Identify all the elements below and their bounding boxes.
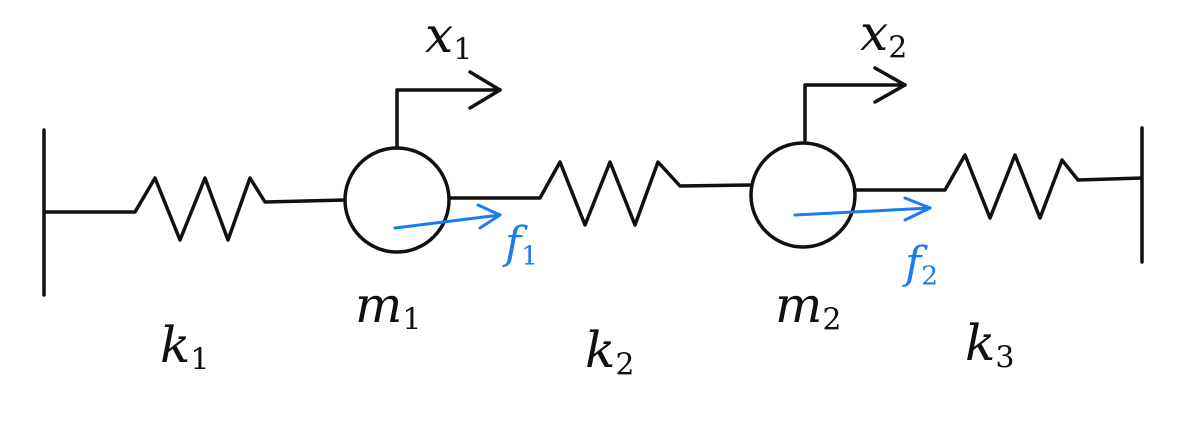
label-m1-sub: 1 — [402, 302, 422, 338]
spring-k3 — [853, 153, 1144, 220]
label-f2-sub: 2 — [921, 260, 939, 292]
label-m2-base: m — [775, 276, 823, 334]
spring-k1 — [42, 176, 347, 242]
f2-arrowhead — [903, 196, 932, 222]
label-k1-base: k — [160, 316, 191, 374]
label-x1-base: x — [425, 6, 454, 64]
label-x2: x2 — [860, 8, 907, 64]
x2-displacement-arrow — [803, 83, 907, 142]
spring-k2 — [447, 160, 752, 227]
label-m1-base: m — [355, 276, 403, 334]
f1-arrowhead — [476, 203, 502, 230]
label-k2: k2 — [585, 325, 634, 381]
label-f1: f1 — [505, 222, 538, 270]
x2-arrowhead — [873, 66, 907, 104]
label-x1: x1 — [425, 10, 472, 66]
label-k3-sub: 3 — [995, 340, 1015, 376]
label-k2-sub: 2 — [615, 347, 635, 383]
label-x2-sub: 2 — [888, 30, 908, 66]
label-f2: f2 — [905, 242, 938, 290]
label-k2-base: k — [585, 321, 616, 379]
label-m2-sub: 2 — [822, 302, 842, 338]
label-k3: k3 — [965, 318, 1014, 374]
label-f2-base: f — [905, 238, 922, 289]
f1-force-arrow — [393, 213, 502, 230]
label-k1-sub: 1 — [190, 342, 210, 378]
label-k1: k1 — [160, 320, 209, 376]
mass-m1 — [343, 146, 451, 254]
label-f1-sub: 1 — [521, 240, 539, 272]
label-x1-sub: 1 — [453, 32, 473, 68]
label-k3-base: k — [965, 314, 996, 372]
mass-m2 — [749, 141, 857, 249]
label-f1-base: f — [505, 218, 522, 269]
f2-force-arrow — [793, 206, 932, 217]
label-m1: m1 — [355, 280, 422, 336]
label-m2: m2 — [775, 280, 842, 336]
x1-arrowhead — [468, 70, 502, 110]
label-x2-base: x — [860, 4, 889, 62]
x1-displacement-arrow — [395, 88, 502, 150]
